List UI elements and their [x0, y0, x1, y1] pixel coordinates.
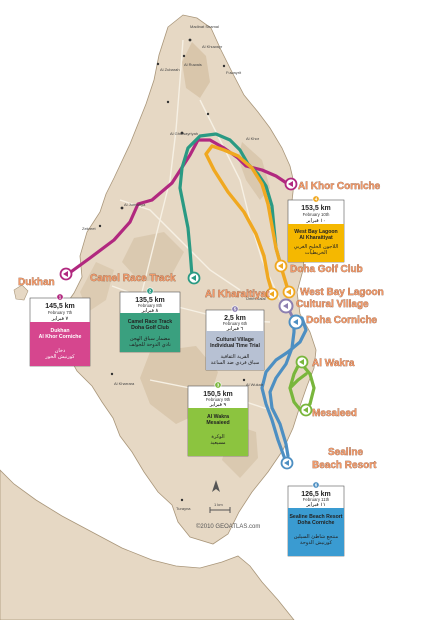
stage-distance: 145,5 km — [45, 303, 75, 310]
town-label: Al Zubarah — [160, 67, 180, 72]
town-label: Al Khor — [246, 136, 260, 141]
stage-date: February 9th — [206, 397, 231, 402]
stage-number: 6 — [315, 483, 318, 488]
town-label: Al Khuwayr — [202, 44, 223, 49]
stage-box-4: 4 153,5 km February 10th ١٠ فبراير West … — [287, 195, 345, 263]
place-label-doha-corniche: Doha Corniche — [306, 315, 378, 326]
route-stage-2 — [178, 132, 282, 278]
stage-box-5: 5 2,5 km February 6th ٦ فبراير Cultural … — [205, 305, 265, 371]
land-shade-north — [182, 42, 210, 98]
stage-number: 5 — [234, 307, 237, 312]
town-label: Al Ruwais — [184, 62, 202, 67]
town-label: Fuwayrit — [226, 70, 242, 75]
stage-box-2: 2 135,5 km February 8th ٨ فبراير Camel R… — [119, 287, 181, 353]
stage-date: February 8th — [138, 303, 163, 308]
circle-arrow-icon — [295, 355, 309, 369]
circle-arrow-icon — [187, 271, 201, 285]
town-label: Madinat Shamal — [190, 24, 219, 29]
stage-distance: 150,5 km — [203, 391, 233, 398]
stage-box-6: 6 126,5 km February 11th ١١ فبراير Seali… — [287, 481, 345, 557]
place-label-al-khor-corniche: Al Khor Corniche — [298, 181, 381, 192]
north-arrow-icon — [212, 480, 220, 492]
town-label: Al Jumailiya — [124, 202, 146, 207]
stage-date: February 7th — [48, 310, 73, 315]
scale-bar: 1 km — [209, 502, 231, 513]
stage-number: 2 — [149, 289, 152, 294]
stage-number: 3 — [217, 383, 220, 388]
stage-date: February 6th — [223, 321, 248, 326]
stage-distance: 153,5 km — [301, 205, 331, 212]
stage-date-arabic: ٨ فبراير — [141, 308, 159, 314]
town-label: Al Kharrara — [114, 381, 135, 386]
stage-date-arabic: ١١ فبراير — [305, 502, 325, 508]
circle-arrow-icon — [278, 298, 294, 314]
town-label: Zekreet — [82, 226, 96, 231]
place-label-dukhan: Dukhan — [18, 277, 55, 288]
circle-arrow-icon — [59, 267, 73, 281]
circle-arrow-icon — [280, 456, 294, 470]
stage-distance: 135,5 km — [135, 297, 165, 304]
circle-arrow-icon — [288, 314, 304, 330]
place-label-mesaieed: Mesaieed — [312, 408, 357, 419]
place-label-doha-golf-club: Doha Golf Club — [290, 264, 363, 275]
place-label-west-bay-lagoon: West Bay Lagoon — [300, 287, 384, 298]
place-label-al-kharaitiyat: Al Kharaitiyat — [205, 289, 270, 300]
qatar-land — [58, 14, 317, 545]
scale-label: 1 km — [214, 502, 223, 507]
place-label-cultural-village: Cultural Village — [296, 299, 369, 310]
stage-distance: 126,5 km — [301, 491, 331, 498]
place-label-camel-race-track: Camel Race Track — [90, 273, 176, 284]
route-stage-4 — [204, 144, 290, 294]
place-label-al-wakra: Al Wakra — [312, 358, 355, 369]
town-label: Umm Salal — [246, 296, 266, 301]
stage-date: February 10th — [303, 212, 330, 217]
stage-date-arabic: ٦ فبراير — [226, 326, 244, 332]
land-shade-centre — [122, 232, 184, 282]
copyright: ©2010 GEOATLAS.com — [196, 523, 260, 530]
mainland — [0, 469, 295, 620]
stage-date-arabic: ٧ فبراير — [51, 316, 69, 322]
stage-distance: 2,5 km — [224, 315, 246, 322]
circle-arrow-icon — [282, 285, 296, 299]
stage-number: 1 — [59, 295, 62, 300]
stage-date: February 11th — [303, 497, 330, 502]
circle-arrow-icon — [265, 287, 279, 301]
town-label: Turayna — [176, 506, 191, 511]
stage-number: 4 — [315, 197, 318, 202]
place-label-sealine: Sealine — [328, 447, 363, 458]
place-label-beach-resort: Beach Resort — [312, 460, 377, 471]
town-label: Al Ghuwayriyah — [170, 131, 198, 136]
island — [13, 284, 29, 301]
town-label: Al Wukair — [246, 382, 264, 387]
circle-arrow-icon — [274, 259, 288, 273]
circle-arrow-icon — [299, 403, 313, 417]
stage-date-arabic: ٩ فبراير — [209, 402, 227, 408]
circle-arrow-icon — [284, 177, 298, 191]
stage-box-3: 3 150,5 km February 9th ٩ فبراير Al Wakr… — [187, 381, 249, 457]
stage-date-arabic: ١٠ فبراير — [305, 218, 325, 224]
